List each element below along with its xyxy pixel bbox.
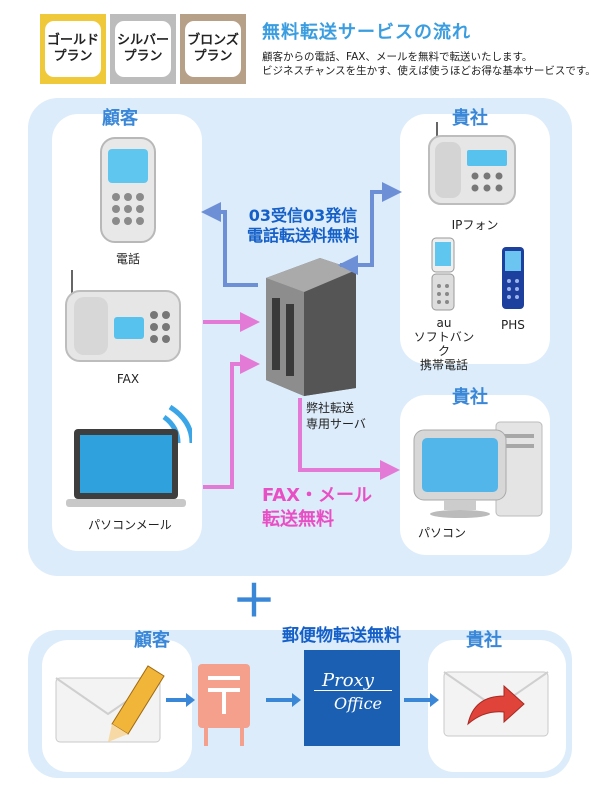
logo-line2: Office: [334, 694, 382, 713]
phone-label: 電話: [115, 252, 140, 266]
phs-phone-icon: [502, 247, 524, 309]
pc-mail-label: パソコンメール: [88, 518, 172, 532]
arrow-pc-to-server: [203, 354, 260, 489]
silver-plan-label: シルバー プラン: [115, 21, 171, 77]
phone-forward-note: 03受信03発信 電話転送料無料: [246, 206, 359, 245]
mobile-phone-icon: [100, 137, 156, 243]
gold-plan-badge: ゴールド プラン: [40, 14, 106, 84]
mail-customer-heading: 顧客: [134, 630, 170, 651]
mail-free-label: 郵便物転送無料: [282, 626, 401, 646]
bronze-plan-label: ブロンズ プラン: [185, 21, 241, 77]
envelope-forward-icon: [443, 671, 549, 737]
arrow-server-to-pc: [298, 398, 400, 480]
mail-company-heading: 貴社: [466, 630, 502, 651]
fax-label: FAX: [116, 372, 140, 386]
laptop-wifi-icon: [66, 405, 192, 507]
flow-arrows: [201, 182, 402, 489]
logo-line1: Proxy: [322, 670, 374, 691]
customer-heading: 顧客: [102, 108, 138, 129]
page-title: 無料転送サービスの流れ: [262, 22, 471, 43]
company-heading-2: 貴社: [452, 387, 488, 408]
mailbox-icon: [198, 664, 250, 746]
server-icon: [266, 258, 356, 396]
desktop-pc-icon: [413, 421, 543, 518]
phs-label: PHS: [501, 318, 525, 332]
pc-label: パソコン: [417, 526, 466, 540]
plus-sign: ＋: [232, 576, 276, 627]
proxy-office-logo: Proxy Office: [304, 650, 400, 746]
arrow-phone-to-customer: [201, 202, 258, 287]
ip-phone-label: IPフォン: [451, 218, 499, 232]
fax-machine-icon: [65, 270, 181, 362]
company-heading: 貴社: [452, 108, 488, 129]
mail-arrow-1: [166, 693, 195, 707]
logo-divider: [314, 690, 392, 691]
bronze-plan-badge: ブロンズ プラン: [180, 14, 246, 84]
mail-arrow-2: [266, 693, 301, 707]
envelope-pencil-icon: [55, 665, 165, 743]
mail-arrow-3: [404, 693, 439, 707]
fax-mail-note: FAX・メール 転送無料: [262, 485, 373, 530]
silver-plan-badge: シルバー プラン: [110, 14, 176, 84]
mobile-label: au ソフトバンク 携帯電話: [413, 316, 475, 372]
ip-phone-icon: [428, 122, 516, 205]
flip-phone-icon: [431, 237, 455, 311]
server-label: 弊社転送 専用サーバ: [306, 401, 366, 431]
page-description: 顧客からの電話、FAX、メールを無料で転送いたします。 ビジネスチャンスを生かす…: [262, 51, 596, 77]
gold-plan-label: ゴールド プラン: [45, 21, 101, 77]
